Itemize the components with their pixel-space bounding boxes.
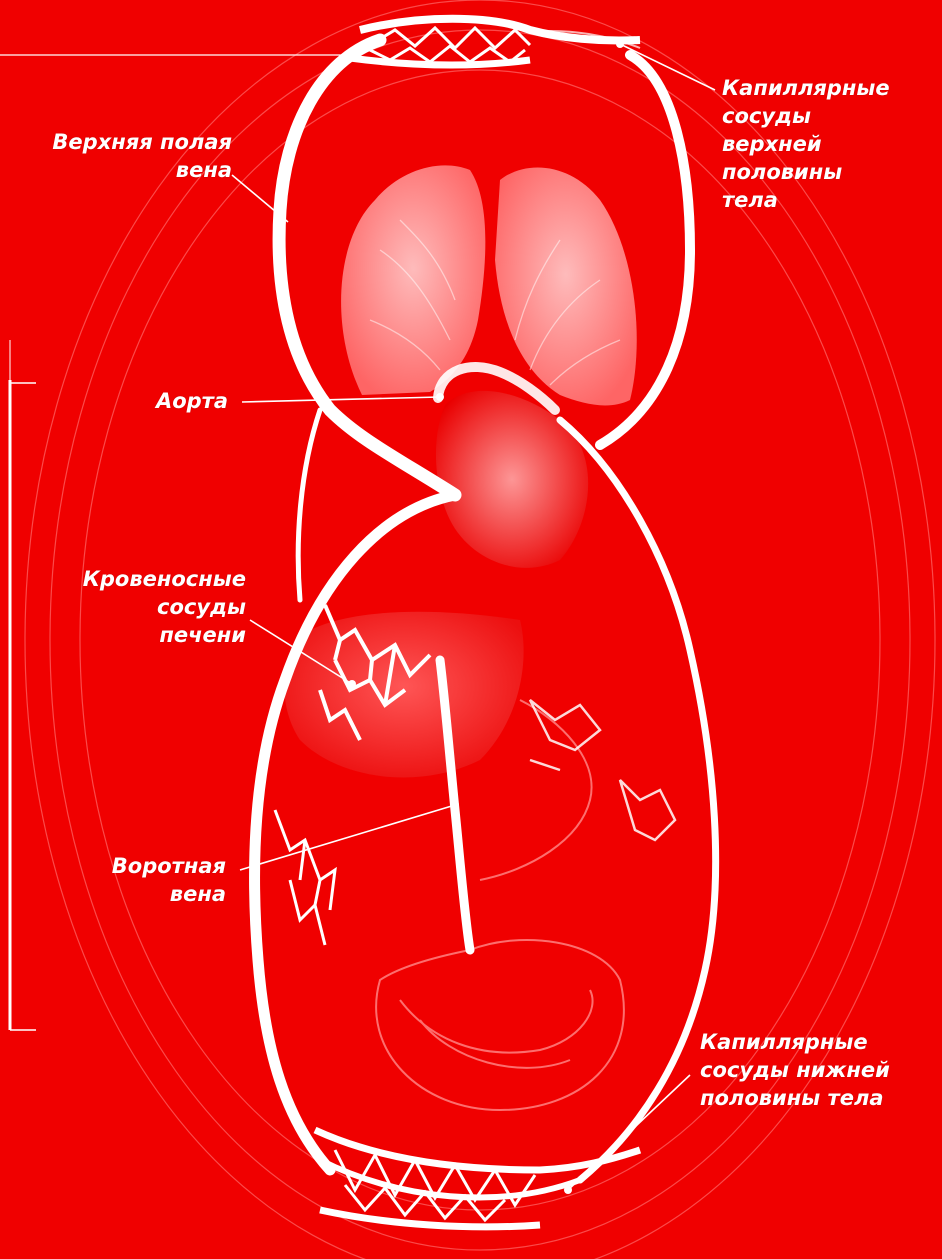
label-upper-capillaries: Капиллярные сосуды верхней половины тела [722, 74, 890, 214]
heart [436, 367, 588, 568]
label-aorta: Аорта [60, 387, 228, 415]
label-portal-vein: Воротная вена [30, 852, 226, 908]
left-ruler [10, 340, 36, 1030]
intestinal-vessel-network [275, 810, 335, 945]
label-upper-vena-cava: Верхняя полая вена [10, 128, 232, 184]
label-liver-vessels: Кровеносные сосуды печени [30, 565, 246, 649]
label-lower-capillaries: Капиллярные сосуды нижней половины тела [700, 1028, 890, 1112]
